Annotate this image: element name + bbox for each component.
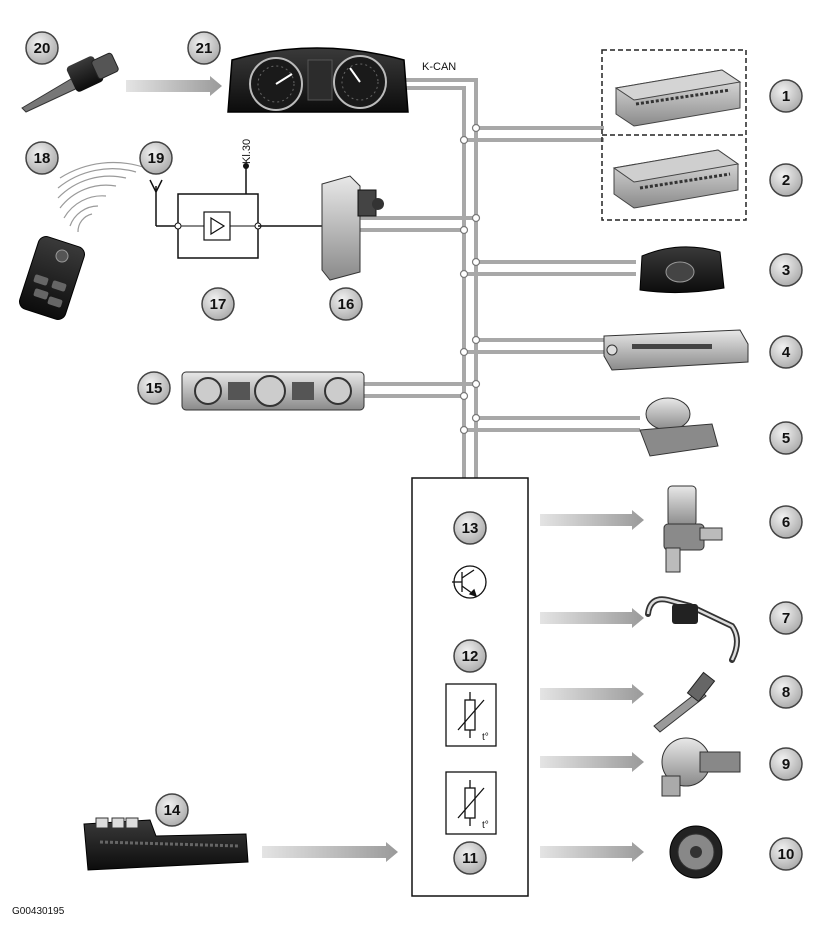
svg-text:16: 16 — [338, 296, 355, 313]
actuator-5-icon — [639, 397, 719, 457]
reference-badges: 20 21 1 2 18 19 3 17 16 4 15 5 13 6 7 12… — [25, 31, 803, 875]
temperature-sensor-icon — [21, 52, 119, 113]
control-unit-16-icon — [321, 175, 384, 281]
control-module-1-icon — [614, 69, 742, 127]
svg-text:9: 9 — [782, 756, 790, 773]
k-can-bus-wiring — [358, 78, 640, 478]
ref-badge-17: 17 — [201, 287, 235, 321]
ref-badge-20: 20 — [25, 31, 59, 65]
svg-text:20: 20 — [34, 40, 51, 57]
transistor-symbol-icon — [452, 565, 487, 599]
arrow-13-to-6 — [540, 510, 644, 530]
audio-unit-icon — [603, 329, 749, 371]
coolant-pipe-7-detail-icon — [646, 598, 739, 661]
temperature-sensor-11-icon: t° — [445, 771, 497, 835]
svg-text:21: 21 — [196, 40, 213, 57]
svg-text:5: 5 — [782, 430, 790, 447]
ref-badge-21: 21 — [187, 31, 221, 65]
svg-text:6: 6 — [782, 514, 790, 531]
ref-badge-19: 19 — [139, 141, 173, 175]
instrument-cluster-icon — [227, 47, 409, 113]
control-modules-group — [601, 49, 747, 221]
ref-badge-9: 9 — [769, 747, 803, 781]
ref-badge-15: 15 — [137, 371, 171, 405]
temperature-sensor-12-icon: t° — [445, 683, 497, 747]
svg-text:19: 19 — [148, 150, 165, 167]
ref-badge-5: 5 — [769, 421, 803, 455]
circulation-pump-9-icon — [661, 737, 741, 797]
ref-badge-2: 2 — [769, 163, 803, 197]
svg-text:3: 3 — [782, 262, 790, 279]
climate-control-panel-icon — [181, 371, 365, 411]
svg-text:2: 2 — [782, 172, 790, 189]
svg-text:18: 18 — [34, 150, 51, 167]
signal-waves-icon — [57, 161, 147, 233]
fan-10-icon — [669, 825, 723, 879]
svg-text:8: 8 — [782, 684, 790, 701]
svg-text:4: 4 — [782, 344, 791, 361]
ref-badge-3: 3 — [769, 253, 803, 287]
signal-arrows — [126, 76, 644, 862]
water-valve-6-icon — [663, 485, 723, 573]
ref-badge-11: 11 — [453, 841, 487, 875]
arrow-to-7 — [540, 608, 644, 628]
arrow-to-8 — [540, 684, 644, 704]
ref-badge-14: 14 — [155, 793, 189, 827]
control-module-2-icon — [612, 149, 740, 209]
ref-badge-16: 16 — [329, 287, 363, 321]
svg-text:12: 12 — [462, 648, 479, 665]
arrow-14-to-11 — [262, 842, 398, 862]
svg-text:11: 11 — [462, 850, 478, 867]
arrow-to-10 — [540, 842, 644, 862]
svg-text:7: 7 — [782, 610, 790, 627]
ref-badge-1: 1 — [769, 79, 803, 113]
bus-junctions — [459, 123, 481, 435]
terminal-label: Kl.30 — [241, 139, 253, 164]
figure-id: G00430195 — [12, 906, 65, 917]
glow-plug-8-icon — [653, 671, 716, 733]
heater-control-unit: t° t° — [411, 477, 529, 897]
arrow-20-to-21 — [126, 76, 222, 96]
receiver-amplifier-icon — [174, 163, 322, 259]
ref-badge-18: 18 — [25, 141, 59, 175]
remote-control-icon — [19, 236, 85, 320]
svg-text:15: 15 — [146, 380, 163, 397]
ref-badge-13: 13 — [453, 511, 487, 545]
antenna-icon — [149, 179, 178, 227]
svg-text:t°: t° — [482, 820, 489, 831]
ref-badge-12: 12 — [453, 639, 487, 673]
svg-text:10: 10 — [778, 846, 795, 863]
svg-text:1: 1 — [782, 88, 790, 105]
svg-text:t°: t° — [482, 732, 489, 743]
display-icon — [639, 246, 725, 294]
ref-badge-6: 6 — [769, 505, 803, 539]
ref-badge-10: 10 — [769, 837, 803, 871]
arrow-to-9 — [540, 752, 644, 772]
ref-badge-4: 4 — [769, 335, 803, 369]
junction-box-14-icon — [83, 817, 249, 871]
ref-badge-7: 7 — [769, 601, 803, 635]
svg-text:14: 14 — [164, 802, 181, 819]
bus-label: K-CAN — [422, 61, 456, 73]
svg-text:17: 17 — [210, 296, 227, 313]
svg-text:13: 13 — [462, 520, 479, 537]
ref-badge-8: 8 — [769, 675, 803, 709]
